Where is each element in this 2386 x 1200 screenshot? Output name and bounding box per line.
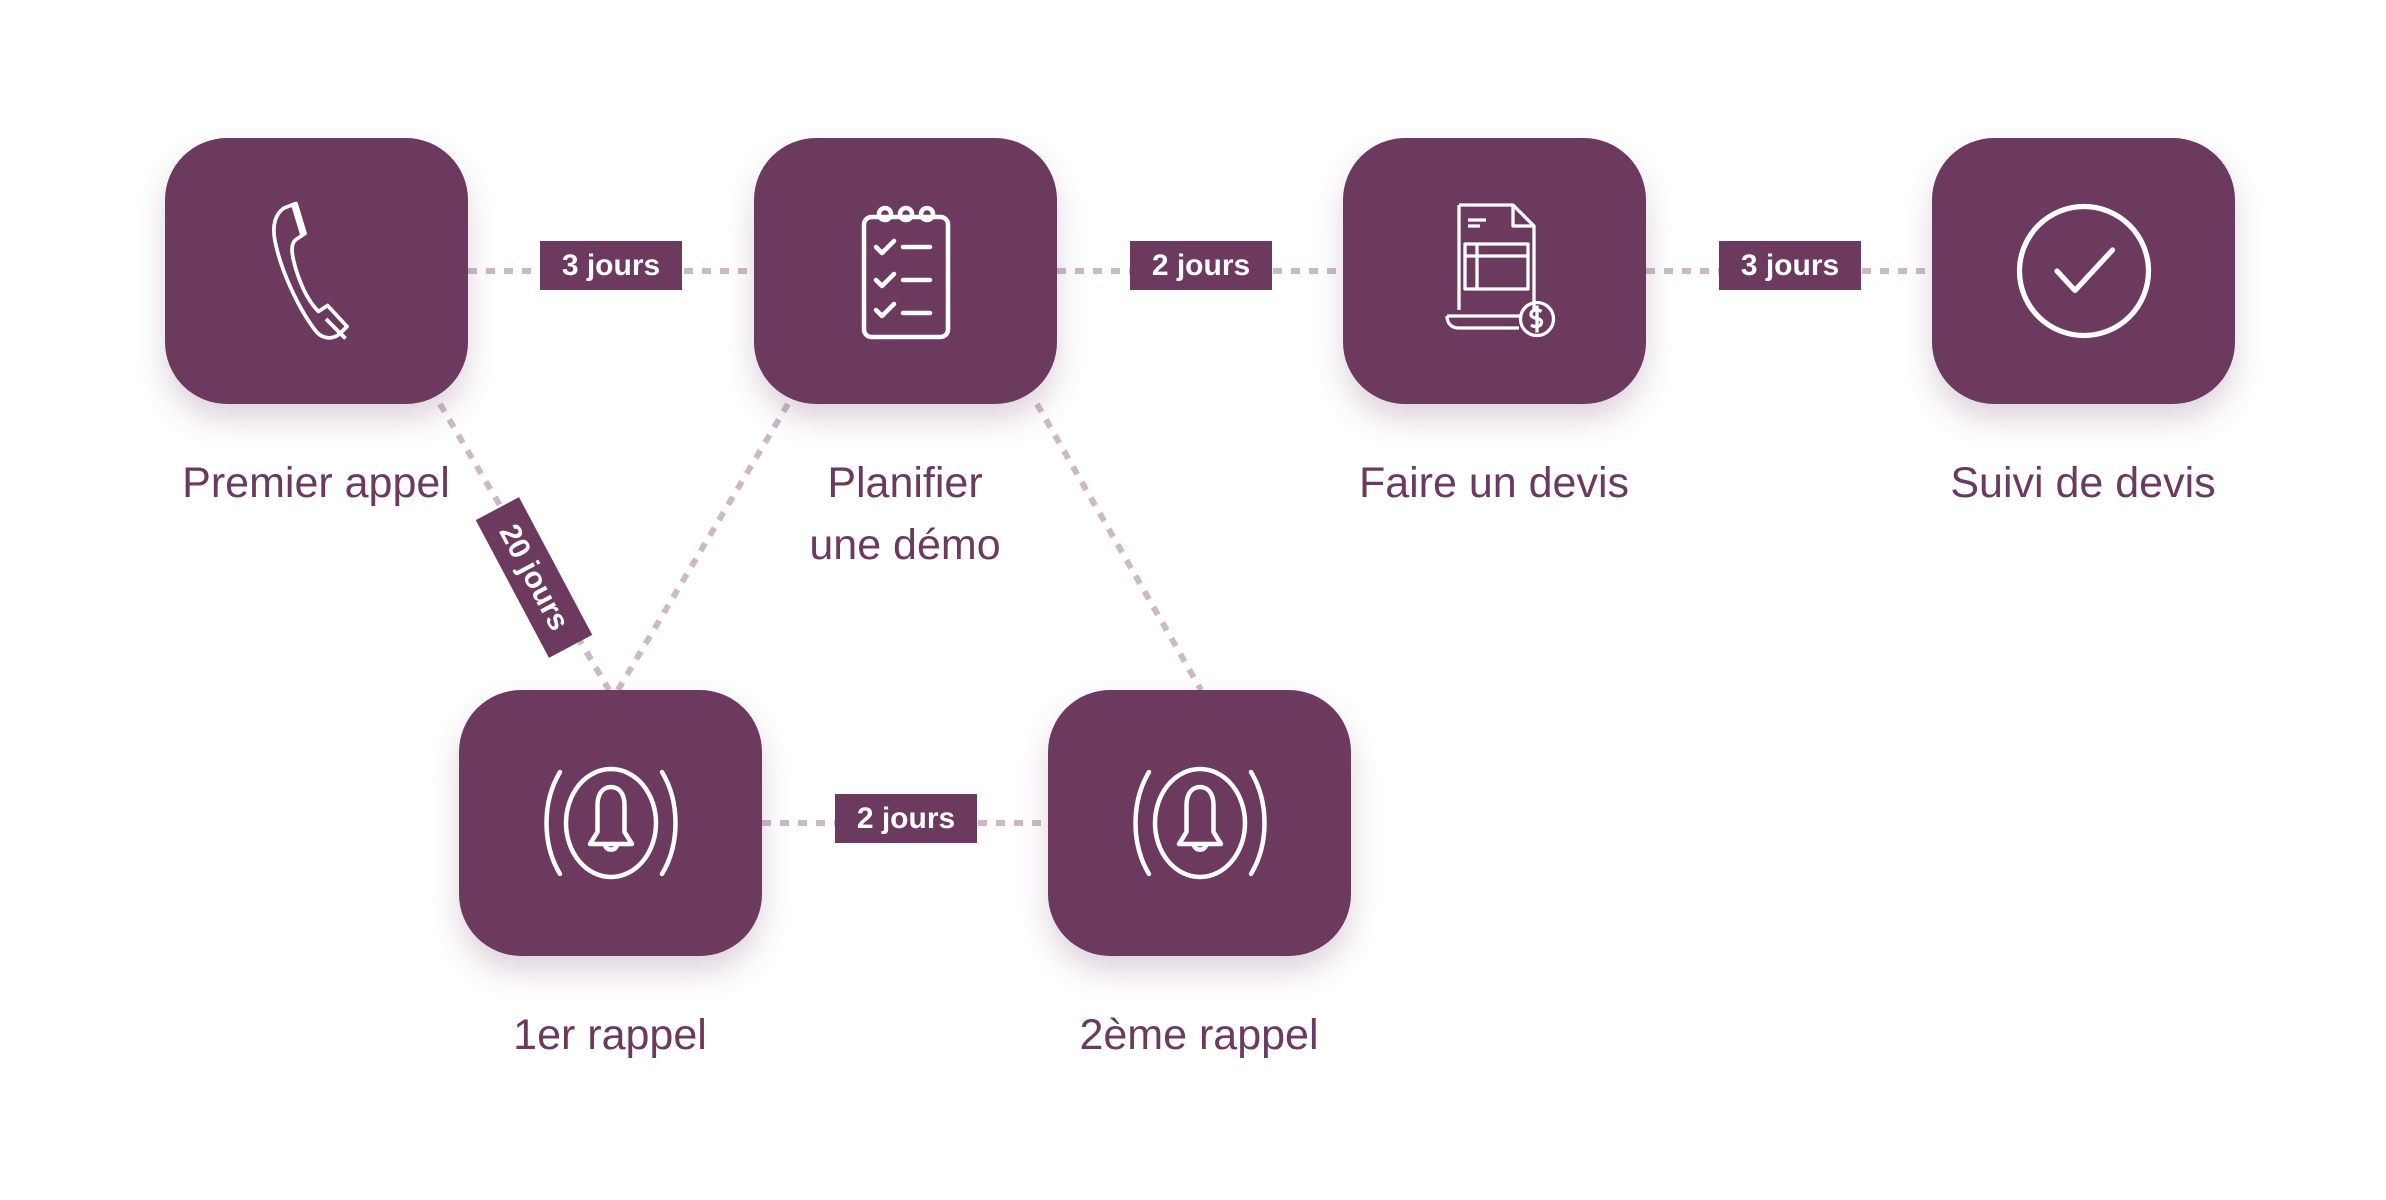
edge-label: 3 jours bbox=[1719, 241, 1861, 290]
node-label: 1er rappel bbox=[513, 1011, 707, 1059]
node-faire-devis[interactable] bbox=[1343, 138, 1646, 404]
node-suivi-devis[interactable] bbox=[1932, 138, 2235, 404]
node-label: une démo bbox=[809, 521, 1001, 569]
node-deuxieme-rappel[interactable] bbox=[1048, 690, 1351, 956]
node-label: Faire un devis bbox=[1358, 459, 1630, 507]
node-premier-rappel[interactable] bbox=[459, 690, 762, 956]
edge-label: 2 jours bbox=[835, 794, 977, 843]
node-label: Premier appel bbox=[182, 459, 450, 507]
invoice-icon bbox=[1444, 203, 1555, 338]
node-label: Planifier bbox=[827, 459, 983, 507]
check-circle-icon bbox=[2016, 203, 2151, 339]
node-label: 2ème rappel bbox=[1079, 1011, 1319, 1059]
connector-rappel2-demo bbox=[1034, 402, 1204, 692]
node-label: Suivi de devis bbox=[1950, 459, 2216, 507]
node-planifier-demo[interactable] bbox=[754, 138, 1057, 404]
node-premier-appel[interactable] bbox=[165, 138, 468, 404]
checklist-icon bbox=[861, 205, 950, 340]
bell-ringing-icon bbox=[1132, 766, 1267, 880]
bell-ringing-icon bbox=[543, 766, 678, 880]
connector-rappel1-demo bbox=[615, 402, 791, 692]
edge-label: 3 jours bbox=[540, 241, 682, 290]
edge-label: 2 jours bbox=[1130, 241, 1272, 290]
phone-icon bbox=[271, 201, 349, 340]
